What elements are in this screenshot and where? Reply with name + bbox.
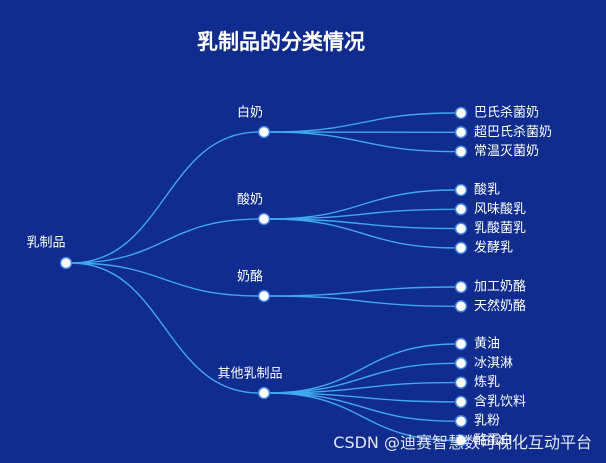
branch-node[interactable]	[257, 386, 271, 400]
branch-node[interactable]	[257, 125, 271, 139]
leaf-label: 常温灭菌奶	[474, 144, 539, 159]
leaf-node[interactable]	[454, 414, 468, 428]
root-link	[70, 218, 260, 264]
branch-link	[268, 189, 457, 220]
branch-link	[268, 131, 457, 153]
branch-link	[268, 381, 457, 394]
branch-link	[268, 218, 457, 230]
leaf-label: 发酵乳	[474, 239, 513, 255]
watermark: CSDN @迪赛智慧数可视化互动平台	[333, 433, 592, 452]
root-link	[70, 262, 260, 394]
leaf-label: 酪蛋白	[474, 432, 513, 448]
root-label: 乳制品	[26, 236, 65, 251]
branch-link	[268, 392, 457, 422]
branch-link	[268, 392, 457, 403]
leaf-node[interactable]	[454, 126, 468, 139]
leaf-label: 炼乳	[474, 375, 500, 390]
leaf-label: 天然奶酪	[474, 298, 526, 314]
tree-links	[70, 112, 457, 442]
leaf-label: 风味酸乳	[474, 202, 526, 217]
leaf-node[interactable]	[454, 376, 468, 389]
leaf-node[interactable]	[454, 183, 468, 197]
root-link	[70, 131, 260, 264]
leaf-node[interactable]	[454, 434, 468, 447]
leaf-node[interactable]	[454, 106, 468, 120]
branch-link	[268, 362, 457, 394]
branch-label: 其他乳制品	[217, 367, 282, 382]
leaf-node[interactable]	[454, 203, 468, 216]
branch-label: 奶酪	[237, 269, 263, 285]
leaf-label: 加工奶酪	[474, 279, 526, 295]
root-link	[70, 262, 260, 297]
leaf-label: 乳粉	[474, 414, 500, 429]
branch-label: 酸奶	[237, 193, 263, 208]
leaf-node[interactable]	[454, 300, 468, 313]
branch-link	[268, 392, 457, 442]
leaf-label: 酸乳	[474, 183, 500, 198]
branch-link	[268, 343, 457, 394]
leaf-label: 黄油	[474, 337, 500, 352]
leaf-label: 巴氏杀菌奶	[474, 106, 539, 121]
branch-node[interactable]	[257, 289, 271, 303]
branch-link	[268, 295, 457, 307]
leaf-label: 冰淇淋	[474, 356, 513, 371]
leaf-node[interactable]	[454, 337, 468, 351]
branch-link	[268, 218, 457, 249]
branch-node[interactable]	[257, 212, 271, 226]
leaf-node[interactable]	[454, 395, 468, 409]
chart-title: 乳制品的分类情况	[197, 30, 365, 54]
leaf-label: 乳酸菌乳	[474, 221, 526, 236]
branch-link	[268, 112, 457, 133]
root-node[interactable]	[59, 256, 73, 270]
leaf-label: 含乳饮料	[474, 393, 526, 409]
leaf-node[interactable]	[454, 357, 468, 370]
leaf-label: 超巴氏杀菌奶	[474, 125, 552, 140]
leaf-node[interactable]	[454, 241, 468, 255]
leaf-node[interactable]	[454, 280, 468, 294]
branch-link	[268, 208, 457, 220]
branch-link	[268, 286, 457, 297]
leaf-node[interactable]	[454, 222, 468, 235]
branch-label: 白奶	[237, 105, 263, 121]
leaf-node[interactable]	[454, 145, 468, 158]
